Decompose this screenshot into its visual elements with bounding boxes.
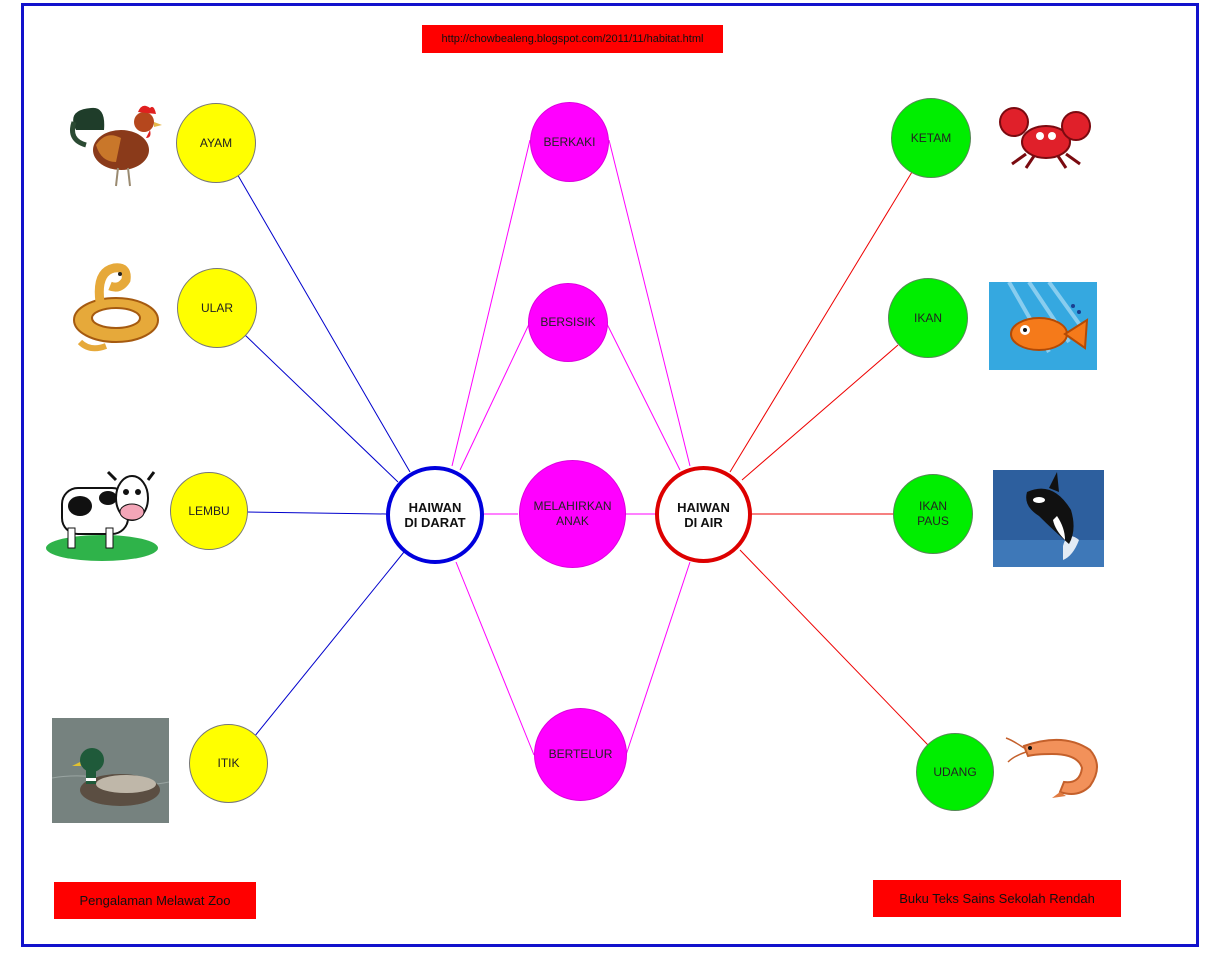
diagram-frame (21, 3, 1199, 947)
node-ayam-label: AYAM (199, 135, 233, 150)
line-ular (244, 334, 399, 483)
hub-water-label: HAIWAN DI AIR (677, 500, 730, 530)
node-itik-label: ITIK (217, 756, 240, 770)
node-ikan-paus-line2: PAUS (917, 514, 949, 528)
line-ketam (729, 171, 913, 473)
node-lembu-label: LEMBU (188, 503, 230, 518)
land-connectors (235, 171, 411, 738)
node-bersisik-label: BERSISIK (540, 315, 596, 329)
node-bersisik: BERSISIK (528, 283, 608, 362)
trait-connectors (451, 139, 691, 756)
source-url-label: http://chowbealeng.blogspot.com/2011/11/… (422, 25, 723, 53)
line-itik (253, 551, 405, 738)
source-left-label: Pengalaman Melawat Zoo (54, 882, 256, 919)
orca-image (993, 470, 1104, 567)
node-melahirkan-line2: ANAK (556, 514, 589, 528)
node-ikan-paus-label: IKAN PAUS (917, 499, 949, 529)
node-ikan-paus: IKAN PAUS (893, 474, 973, 554)
node-ular: ULAR (177, 268, 257, 348)
water-connectors (729, 171, 929, 746)
node-melahirkan-anak: MELAHIRKAN ANAK (519, 460, 626, 568)
cow-image (44, 458, 160, 564)
hub-land-label: HAIWAN DI DARAT (404, 500, 465, 530)
node-udang-label: UDANG (933, 764, 977, 779)
node-melahirkan-anak-label: MELAHIRKAN ANAK (533, 499, 611, 529)
fish-image (989, 282, 1097, 370)
node-itik: ITIK (189, 724, 268, 803)
line-ayam (235, 171, 411, 473)
node-udang: UDANG (916, 733, 994, 811)
source-left-text: Pengalaman Melawat Zoo (79, 893, 231, 908)
node-ikan: IKAN (888, 278, 968, 358)
hub-land: HAIWAN DI DARAT (386, 466, 484, 564)
hub-water: HAIWAN DI AIR (655, 466, 752, 563)
hub-land-line1: HAIWAN (408, 500, 462, 515)
node-ular-label: ULAR (200, 300, 233, 315)
node-berkaki: BERKAKI (530, 102, 609, 182)
node-bertelur: BERTELUR (534, 708, 627, 801)
node-ikan-paus-line1: IKAN (918, 499, 947, 513)
hub-water-line1: HAIWAN (677, 499, 730, 515)
hub-land-line2: DI DARAT (404, 515, 466, 530)
line-lembu (246, 511, 387, 515)
source-right-text: Buku Teks Sains Sekolah Rendah (899, 891, 1095, 906)
node-bertelur-label: BERTELUR (548, 747, 613, 761)
node-ayam: AYAM (176, 103, 256, 183)
node-ikan-label: IKAN (913, 310, 942, 325)
node-berkaki-label: BERKAKI (543, 134, 596, 149)
source-url-text: http://chowbealeng.blogspot.com/2011/11/… (441, 33, 704, 45)
rooster-image (66, 100, 166, 190)
node-ketam: KETAM (891, 98, 971, 178)
node-ketam-label: KETAM (910, 130, 952, 145)
shrimp-image (1004, 726, 1108, 802)
node-lembu: LEMBU (170, 472, 248, 550)
line-ikan (741, 344, 899, 481)
crab-image (996, 98, 1094, 170)
hub-water-line2: DI AIR (684, 514, 723, 530)
source-right-label: Buku Teks Sains Sekolah Rendah (873, 880, 1121, 917)
line-udang (739, 549, 929, 746)
duck-image (52, 718, 169, 823)
node-melahirkan-line1: MELAHIRKAN (533, 499, 612, 513)
snake-image (70, 262, 162, 354)
